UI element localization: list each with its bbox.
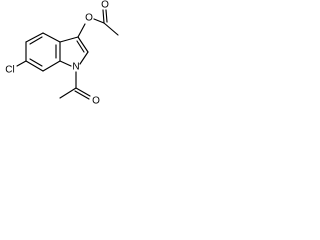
acetyl-group <box>59 71 91 100</box>
bond-c7-c7a <box>42 60 61 72</box>
chemical-structure-diagram: O O N O Cl <box>5 0 119 107</box>
bond-c-o-double-2-amide <box>74 90 90 100</box>
bond-c3-c2 <box>77 36 89 53</box>
bond-c3a-c4 <box>42 32 61 43</box>
bond-c-o-double-1-amide <box>75 87 91 97</box>
ester-carbonyl-oxygen-label: O <box>101 0 109 11</box>
bond-c6-cl <box>16 60 27 67</box>
chlorine-label: Cl <box>5 65 14 76</box>
nitrogen-label: N <box>72 62 79 73</box>
bond-n1-c7a <box>59 60 72 67</box>
chloro-substituent <box>16 60 27 67</box>
double-bond-c4-c5-inner <box>29 36 43 45</box>
bond-c2-n1 <box>79 51 89 65</box>
bond-c-methyl <box>103 22 119 36</box>
bond-c-o-double-1 <box>102 9 105 24</box>
acetoxy-group <box>77 9 119 38</box>
bond-o-c-carbonyl <box>93 18 105 24</box>
bond-c4-c5 <box>25 32 44 43</box>
double-bond-c2-c3-inner <box>76 40 85 53</box>
ester-oxygen-label: O <box>85 13 93 24</box>
bond-c6-c7 <box>25 60 44 72</box>
bond-c-methyl-amide <box>59 87 77 99</box>
atom-labels: O O N O Cl <box>5 0 109 107</box>
benzene-ring <box>25 32 61 72</box>
bond-c3-o <box>77 23 86 38</box>
amide-carbonyl-oxygen-label: O <box>92 96 100 107</box>
double-bond-c6-c7-inner <box>29 58 43 67</box>
pyrrole-ring <box>59 36 89 67</box>
bond-c3a-c3 <box>59 36 79 43</box>
bond-c-o-double-2 <box>105 9 108 23</box>
